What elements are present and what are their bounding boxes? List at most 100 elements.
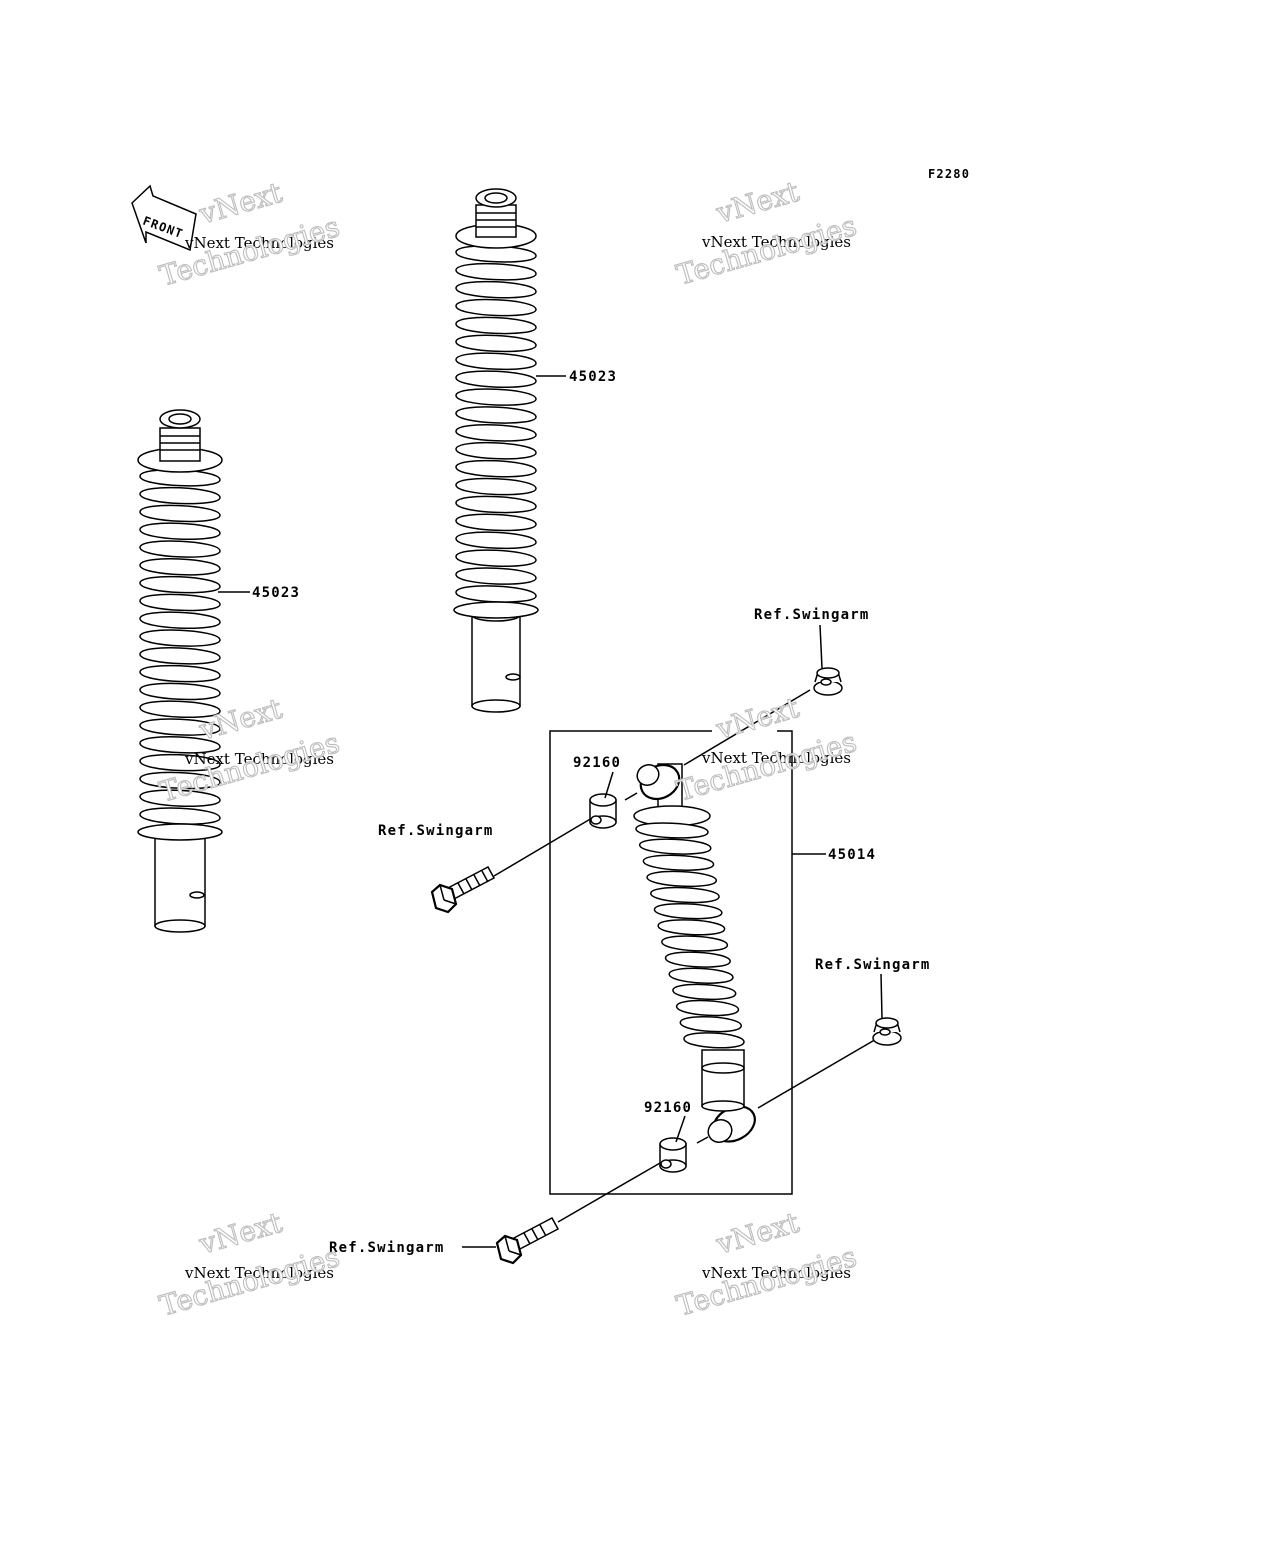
spring-coil	[455, 262, 537, 281]
svg-text:vNext Technologies: vNext Technologies	[184, 1264, 334, 1282]
spring-coil	[646, 870, 718, 888]
spring-coil	[642, 854, 715, 871]
assembly-bracket	[549, 730, 826, 1195]
callout-ref-lower-nut: Ref.Swingarm	[815, 957, 931, 973]
spring-coil	[455, 459, 537, 478]
spring-coil	[139, 664, 221, 683]
shock-absorber	[633, 763, 756, 1143]
svg-text:vNext: vNext	[712, 175, 803, 230]
callout-collar-upper: 92160	[573, 755, 621, 771]
shock-spring-coils	[633, 805, 745, 1049]
spring-coil	[455, 495, 537, 514]
leader-lines	[218, 375, 883, 1248]
spring-coil	[455, 567, 537, 585]
spring-coil	[455, 585, 537, 603]
spring-coil	[455, 531, 537, 550]
spring-coil	[455, 549, 537, 567]
spring-coil	[638, 838, 712, 855]
spring-coil	[139, 682, 221, 701]
watermark-bottom-right: vNext Technologies vNext Technologies	[672, 1205, 860, 1323]
svg-text:vNext Technologies: vNext Technologies	[701, 749, 851, 767]
spring-seat	[453, 601, 539, 619]
watermark-top-right: vNext Technologies vNext Technologies	[672, 174, 860, 292]
spring-coil	[650, 886, 720, 904]
watermark-mid-right: vNext Technologies vNext Technologies	[672, 690, 860, 808]
spring-coil	[139, 558, 221, 576]
spring-coil	[455, 406, 537, 424]
spring-left	[154, 835, 206, 933]
svg-text:vNext Technologies: vNext Technologies	[184, 234, 334, 252]
spring-coil	[668, 967, 734, 984]
callout-shock-assembly: 45014	[828, 847, 876, 863]
callout-collar-lower: 92160	[644, 1100, 692, 1116]
spring-coil	[139, 575, 221, 594]
spring-coil	[139, 753, 221, 772]
spring-coil	[139, 593, 221, 612]
spring-coil	[139, 647, 221, 665]
watermark-bottom-left: vNext Technologies vNext Technologies	[155, 1205, 343, 1323]
bolt-upper	[430, 865, 496, 914]
svg-text:vNext: vNext	[195, 692, 286, 747]
spring-coil	[455, 334, 537, 353]
nut-lower	[872, 1017, 902, 1046]
spring-coil	[455, 477, 537, 496]
spring-seat	[137, 823, 223, 841]
spring-coil	[455, 441, 537, 460]
mounting-axis-lines	[493, 689, 879, 1223]
spring-coil	[139, 718, 221, 736]
figure-code: F2280	[928, 167, 970, 181]
spring-coil	[455, 316, 537, 335]
spring-coil	[139, 486, 221, 505]
spring-coil	[139, 807, 221, 825]
spring-coil	[455, 388, 537, 406]
svg-text:vNext: vNext	[712, 1206, 803, 1261]
spring-coil	[139, 611, 221, 629]
spring-left-top	[137, 409, 223, 473]
svg-text:vNext: vNext	[712, 691, 803, 746]
spring-upper-coils	[453, 245, 539, 619]
callout-ref-lower-bolt: Ref.Swingarm	[329, 1240, 445, 1256]
spring-upper	[471, 608, 521, 713]
spring-coil	[139, 629, 221, 647]
svg-text:vNext Technologies: vNext Technologies	[184, 750, 334, 768]
spring-coil	[139, 522, 221, 540]
spring-left-coils	[137, 469, 223, 841]
callout-spring-upper: 45023	[569, 369, 617, 385]
spring-coil	[455, 424, 537, 442]
spring-coil	[455, 298, 537, 317]
spring-coil	[139, 700, 221, 718]
front-arrow-icon: FRONT	[131, 184, 197, 252]
callout-spring-left: 45023	[252, 585, 300, 601]
spring-coil	[139, 789, 221, 807]
callout-ref-upper-nut: Ref.Swingarm	[754, 607, 870, 623]
svg-text:vNext: vNext	[195, 1206, 286, 1261]
spring-coil	[139, 736, 221, 754]
spring-coil	[635, 822, 709, 839]
spring-coil	[455, 280, 537, 299]
spring-coil	[455, 513, 537, 532]
spring-coil	[455, 370, 537, 388]
collar-lower	[659, 1137, 687, 1173]
spring-coil	[679, 1015, 742, 1033]
spring-coil	[657, 919, 726, 936]
spring-coil	[672, 983, 737, 1001]
svg-text:vNext: vNext	[195, 176, 286, 231]
spring-coil	[675, 999, 740, 1017]
svg-text:vNext Technologies: vNext Technologies	[701, 1264, 851, 1282]
spring-coil	[683, 1032, 745, 1049]
nut-upper	[813, 667, 843, 696]
spring-coil	[661, 935, 729, 952]
spring-coil	[664, 951, 731, 968]
collar-upper	[589, 793, 617, 829]
spring-coil	[139, 540, 221, 558]
svg-text:vNext Technologies: vNext Technologies	[701, 233, 851, 251]
bolt-lower	[495, 1216, 560, 1265]
spring-coil	[139, 504, 221, 523]
callout-ref-upper-bolt: Ref.Swingarm	[378, 823, 494, 839]
spring-coil	[653, 902, 723, 920]
spring-coil	[455, 352, 537, 371]
spring-coil	[139, 771, 221, 790]
spring-upper-top	[455, 188, 537, 249]
